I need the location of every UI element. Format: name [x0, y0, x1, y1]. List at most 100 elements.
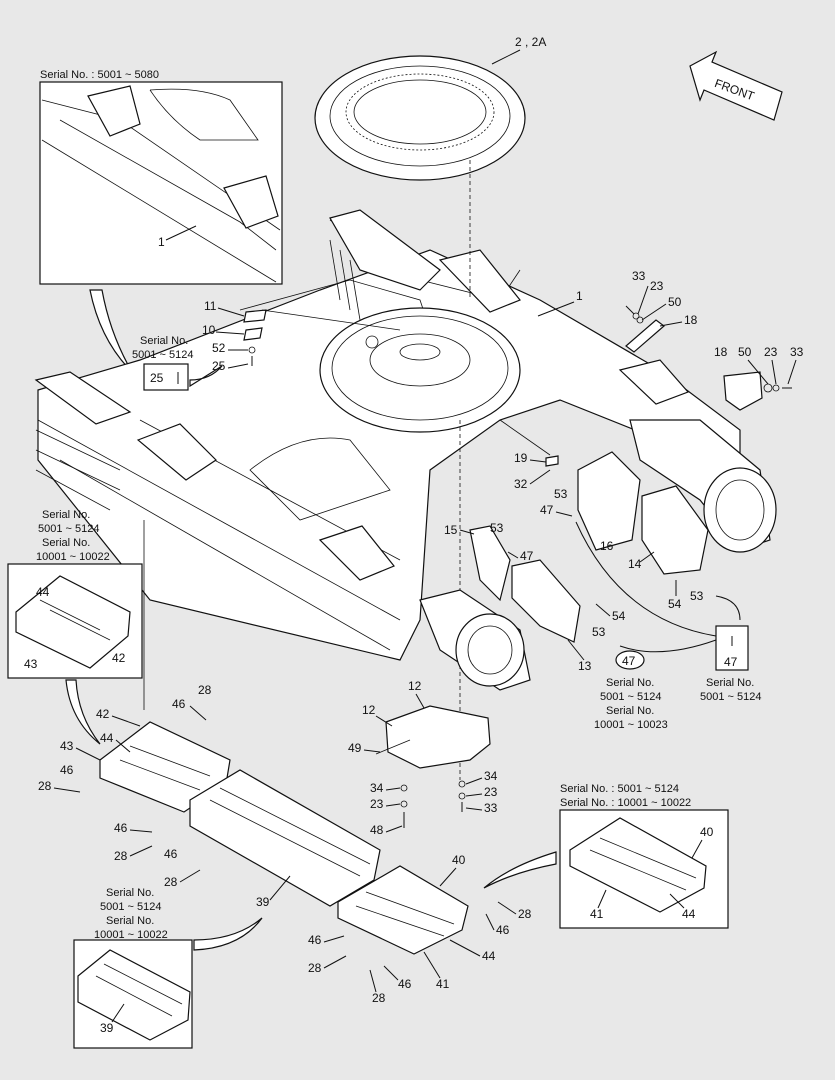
- caption-left-c: Serial No.: [42, 537, 90, 549]
- frame-front-end: [419, 589, 531, 691]
- label-part-28-c: 28: [114, 849, 128, 863]
- label-part-50-a: 50: [668, 295, 682, 309]
- label-part-53-a: 53: [554, 487, 568, 501]
- label-part-41-inset: 41: [590, 907, 604, 921]
- label-part-15: 15: [444, 523, 458, 537]
- inset-bl-pointer: [193, 917, 263, 951]
- label-part-53-b: 53: [490, 521, 504, 535]
- caption-inset-25-a: Serial No.: [140, 335, 188, 347]
- label-part-46-f: 46: [308, 933, 322, 947]
- inset-bl-guard-sketch: [77, 949, 191, 1041]
- callout-47-circle: [615, 650, 645, 670]
- label-part-46-c: 46: [114, 821, 128, 835]
- caption-br-b: Serial No. : 10001 ~ 10022: [560, 797, 691, 809]
- label-part-43-inset: 43: [24, 657, 38, 671]
- caption-left-d: 10001 ~ 10022: [36, 551, 110, 563]
- label-part-33-c: 33: [484, 801, 498, 815]
- label-part-28-d: 28: [164, 875, 178, 889]
- label-part-53-c: 53: [592, 625, 606, 639]
- label-part-52: 52: [212, 341, 226, 355]
- label-part-2: 2 , 2A: [515, 35, 546, 49]
- label-part-34-a: 34: [370, 781, 384, 795]
- label-part-23-d: 23: [484, 785, 498, 799]
- inset-left-pointer: [65, 679, 101, 745]
- label-part-44-inset: 44: [36, 585, 50, 599]
- inset-25-pointer: [189, 365, 223, 388]
- caption-bl-d: 10001 ~ 10022: [94, 929, 168, 941]
- label-part-28-a: 28: [198, 683, 212, 697]
- track-guard-center-39: [189, 769, 381, 907]
- label-part-46-b: 46: [60, 763, 74, 777]
- label-part-1-main: 1: [576, 289, 583, 303]
- label-part-34-b: 34: [484, 769, 498, 783]
- label-part-47-circle: 47: [622, 654, 636, 668]
- caption-left-b: 5001 ~ 5124: [38, 523, 99, 535]
- label-part-48: 48: [370, 823, 384, 837]
- inset-top-frame-sketch: [41, 85, 281, 283]
- label-part-46-a: 46: [172, 697, 186, 711]
- label-part-23-a: 23: [650, 279, 664, 293]
- inset-br-guard-sketch: [569, 817, 707, 913]
- label-part-50-b: 50: [738, 345, 752, 359]
- label-part-25-box: 25: [150, 371, 164, 385]
- label-part-28-g: 28: [372, 991, 386, 1005]
- label-part-12-b: 12: [362, 703, 376, 717]
- label-part-16: 16: [600, 539, 614, 553]
- label-part-42: 42: [96, 707, 110, 721]
- inset-pointer-top: [89, 289, 133, 373]
- caption-mid-b: 5001 ~ 5124: [600, 691, 661, 703]
- label-part-33-b: 33: [790, 345, 804, 359]
- caption-br-a: Serial No. : 5001 ~ 5124: [560, 783, 679, 795]
- label-part-44-inset-2: 44: [682, 907, 696, 921]
- front-arrow: FRONT: [689, 50, 783, 121]
- label-part-46-d: 46: [164, 847, 178, 861]
- inset-br-pointer: [483, 851, 557, 889]
- inset-47-box: [715, 625, 749, 671]
- caption-bl-a: Serial No.: [106, 887, 154, 899]
- label-part-53-d: 53: [690, 589, 704, 603]
- inset-25-box: [143, 363, 189, 391]
- cover-14: [641, 485, 709, 575]
- upper-frame: [34, 209, 741, 661]
- caption-inset-25-b: 5001 ~ 5124: [132, 349, 193, 361]
- caption-left-a: Serial No.: [42, 509, 90, 521]
- label-part-11: 11: [204, 299, 217, 313]
- caption-bl-b: 5001 ~ 5124: [100, 901, 161, 913]
- bolts-34-23-48: [400, 780, 466, 828]
- label-part-47-b: 47: [520, 549, 534, 563]
- label-part-12-a: 12: [408, 679, 422, 693]
- swing-bearing-ring: [314, 55, 526, 181]
- label-part-33-a: 33: [632, 269, 646, 283]
- inset-left-guard-sketch: [15, 575, 131, 669]
- label-part-10: 10: [202, 323, 216, 337]
- caption-right47-b: 5001 ~ 5124: [700, 691, 761, 703]
- label-part-32: 32: [514, 477, 528, 491]
- label-part-47-a: 47: [540, 503, 554, 517]
- cover-15: [469, 525, 511, 602]
- caption-inset-top: Serial No. : 5001 ~ 5080: [40, 69, 159, 81]
- turntable-plate: [319, 307, 521, 433]
- label-part-40-inset: 40: [700, 825, 714, 839]
- label-part-46-e: 46: [496, 923, 510, 937]
- label-part-49: 49: [348, 741, 362, 755]
- label-part-43: 43: [60, 739, 74, 753]
- caption-mid-c: Serial No.: [606, 705, 654, 717]
- label-part-44: 44: [100, 731, 114, 745]
- cover-16: [577, 451, 641, 551]
- label-part-28-b: 28: [38, 779, 52, 793]
- parts-11-10-52-25: [243, 309, 401, 366]
- label-part-28-e: 28: [518, 907, 532, 921]
- label-part-40: 40: [452, 853, 466, 867]
- label-part-39: 39: [256, 895, 270, 909]
- label-part-41: 41: [436, 977, 450, 991]
- label-part-28-f: 28: [308, 961, 322, 975]
- label-part-47-box: 47: [724, 655, 738, 669]
- caption-mid-a: Serial No.: [606, 677, 654, 689]
- label-part-39-inset: 39: [100, 1021, 114, 1035]
- label-part-44-b: 44: [482, 949, 496, 963]
- label-part-54-b: 54: [668, 597, 682, 611]
- frame-right-end: [629, 419, 777, 553]
- caption-right47-a: Serial No.: [706, 677, 754, 689]
- label-part-13: 13: [578, 659, 592, 673]
